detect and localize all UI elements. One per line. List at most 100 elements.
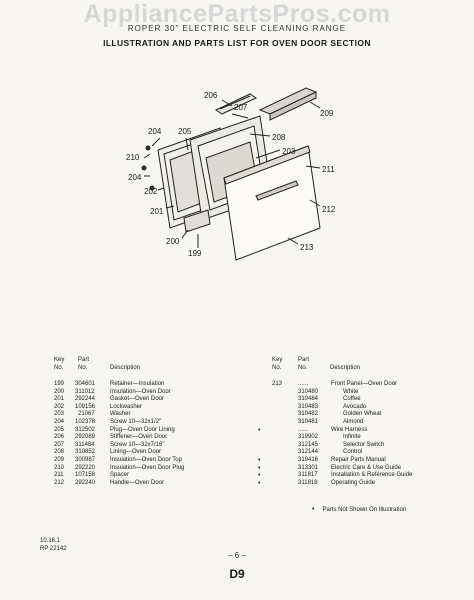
mark-cell: •: [258, 472, 261, 480]
description-header: Description: [330, 365, 361, 371]
diagram-label: 206: [204, 91, 218, 100]
part-cell: 319416: [298, 456, 319, 463]
table-row: 310481 Almond: [256, 419, 466, 427]
table-row: • 319416 Repair Parts Manual: [256, 457, 466, 465]
key-cell: 202: [54, 403, 65, 410]
key-cell: 213: [272, 381, 283, 387]
footnote-text: Parts Not Shown On Illustration: [322, 507, 407, 513]
description-cell: Washer: [110, 411, 131, 418]
left-header: Key No. Part No. Description: [54, 357, 194, 373]
diagram-label: 204: [148, 127, 162, 136]
part-cell: 107158: [75, 472, 96, 479]
part-cell: 310852: [75, 449, 96, 456]
description-cell: Front Panel—Oven Door: [331, 381, 398, 387]
mark-cell: •: [258, 426, 261, 434]
part-cell: 311484: [75, 441, 95, 448]
part-header: Part: [78, 357, 90, 363]
mark-cell: •: [258, 479, 261, 487]
part-header: Part: [298, 357, 310, 363]
part-cell: 310480: [298, 388, 319, 395]
diagram-label: 207: [234, 103, 248, 112]
footnote-mark: •: [312, 506, 315, 513]
diagram-label: 208: [272, 133, 286, 142]
part-cell: 319902: [298, 434, 319, 441]
diagram-label: 211: [322, 165, 335, 174]
description-cell: Golden Wheat: [343, 411, 382, 418]
key-cell: 207: [54, 441, 65, 448]
key-cell: 199: [54, 381, 65, 387]
key-cell: 204: [54, 418, 65, 425]
table-row: 319902 Infinite: [256, 434, 466, 442]
part-cell: 310483: [298, 403, 319, 410]
part-cell: 312144: [298, 449, 319, 456]
description-cell: Insulation—Oven Door: [110, 388, 171, 395]
part-cell: 311817: [298, 472, 318, 479]
description-cell: Wire Harness: [331, 426, 368, 433]
part-cell: 304601: [75, 381, 96, 387]
diagram-label: 210: [126, 153, 140, 162]
document-subtitle: ROPER 30" ELECTRIC SELF CLEANING RANGE: [127, 24, 347, 33]
part-cell: 292220: [75, 464, 96, 471]
key-cell: 205: [54, 426, 65, 433]
table-row: 213......Front Panel—Oven Door: [256, 381, 466, 389]
table-row: 199 304601 Retainer—Insulation: [54, 381, 234, 389]
document-date: 10.16.1: [40, 538, 61, 544]
part-cell: 292089: [75, 434, 96, 441]
part-no-header: No.: [298, 365, 308, 371]
key-cell: 201: [54, 396, 65, 403]
part-cell: 292240: [75, 479, 96, 486]
description-cell: White: [343, 388, 359, 395]
description-header: Description: [110, 365, 141, 371]
part-cell: 313301: [298, 464, 319, 471]
part-cell: 310484: [298, 396, 319, 403]
description-cell: Insulation—Oven Door Top: [110, 456, 182, 463]
key-header: Key: [272, 357, 283, 363]
part-cell: 312145: [298, 441, 319, 448]
key-cell: 211: [54, 472, 64, 479]
key-no-header: No.: [272, 365, 282, 371]
right-header: Key No. Part No. Description: [272, 357, 452, 373]
description-cell: Retainer—Insulation: [110, 381, 165, 387]
key-no-header: No.: [54, 365, 64, 371]
oven-door-exploded-diagram: 206 207 209 204 205 208 210 203 211 204 …: [126, 87, 336, 261]
description-cell: Selector Switch: [343, 441, 385, 448]
document-title: ILLUSTRATION AND PARTS LIST FOR OVEN DOO…: [103, 38, 371, 48]
part-no-header: No.: [78, 365, 88, 371]
description-cell: Installation & Reference Guide: [331, 472, 413, 479]
description-cell: Almond: [343, 418, 364, 425]
description-cell: Repair Parts Manual: [331, 456, 386, 463]
description-cell: Infinite: [343, 434, 361, 441]
part-cell: 109156: [75, 403, 96, 410]
description-cell: Operating Guide: [331, 479, 376, 486]
part-cell: 310481: [298, 418, 319, 425]
table-row: 312145 Selector Switch: [256, 442, 466, 450]
diagram-label: 199: [188, 249, 202, 258]
description-cell: Stiffener—Oven Door: [110, 434, 168, 441]
key-cell: 210: [54, 464, 65, 471]
table-row: • 311817 Installation & Reference Guide: [256, 472, 466, 480]
mark-cell: •: [258, 456, 261, 464]
page-number: – 6 –: [228, 551, 246, 560]
description-cell: Lockwasher: [110, 403, 143, 410]
diagram-label: 209: [320, 109, 334, 118]
table-row: 310480 White: [256, 389, 466, 397]
part-cell: ......: [298, 426, 309, 433]
description-cell: Gasket—Oven Door: [110, 396, 165, 403]
part-cell: 311818: [298, 479, 318, 486]
description-cell: Screw 10—32x1/2": [110, 418, 162, 425]
table-row: • 311818 Operating Guide: [256, 480, 466, 488]
